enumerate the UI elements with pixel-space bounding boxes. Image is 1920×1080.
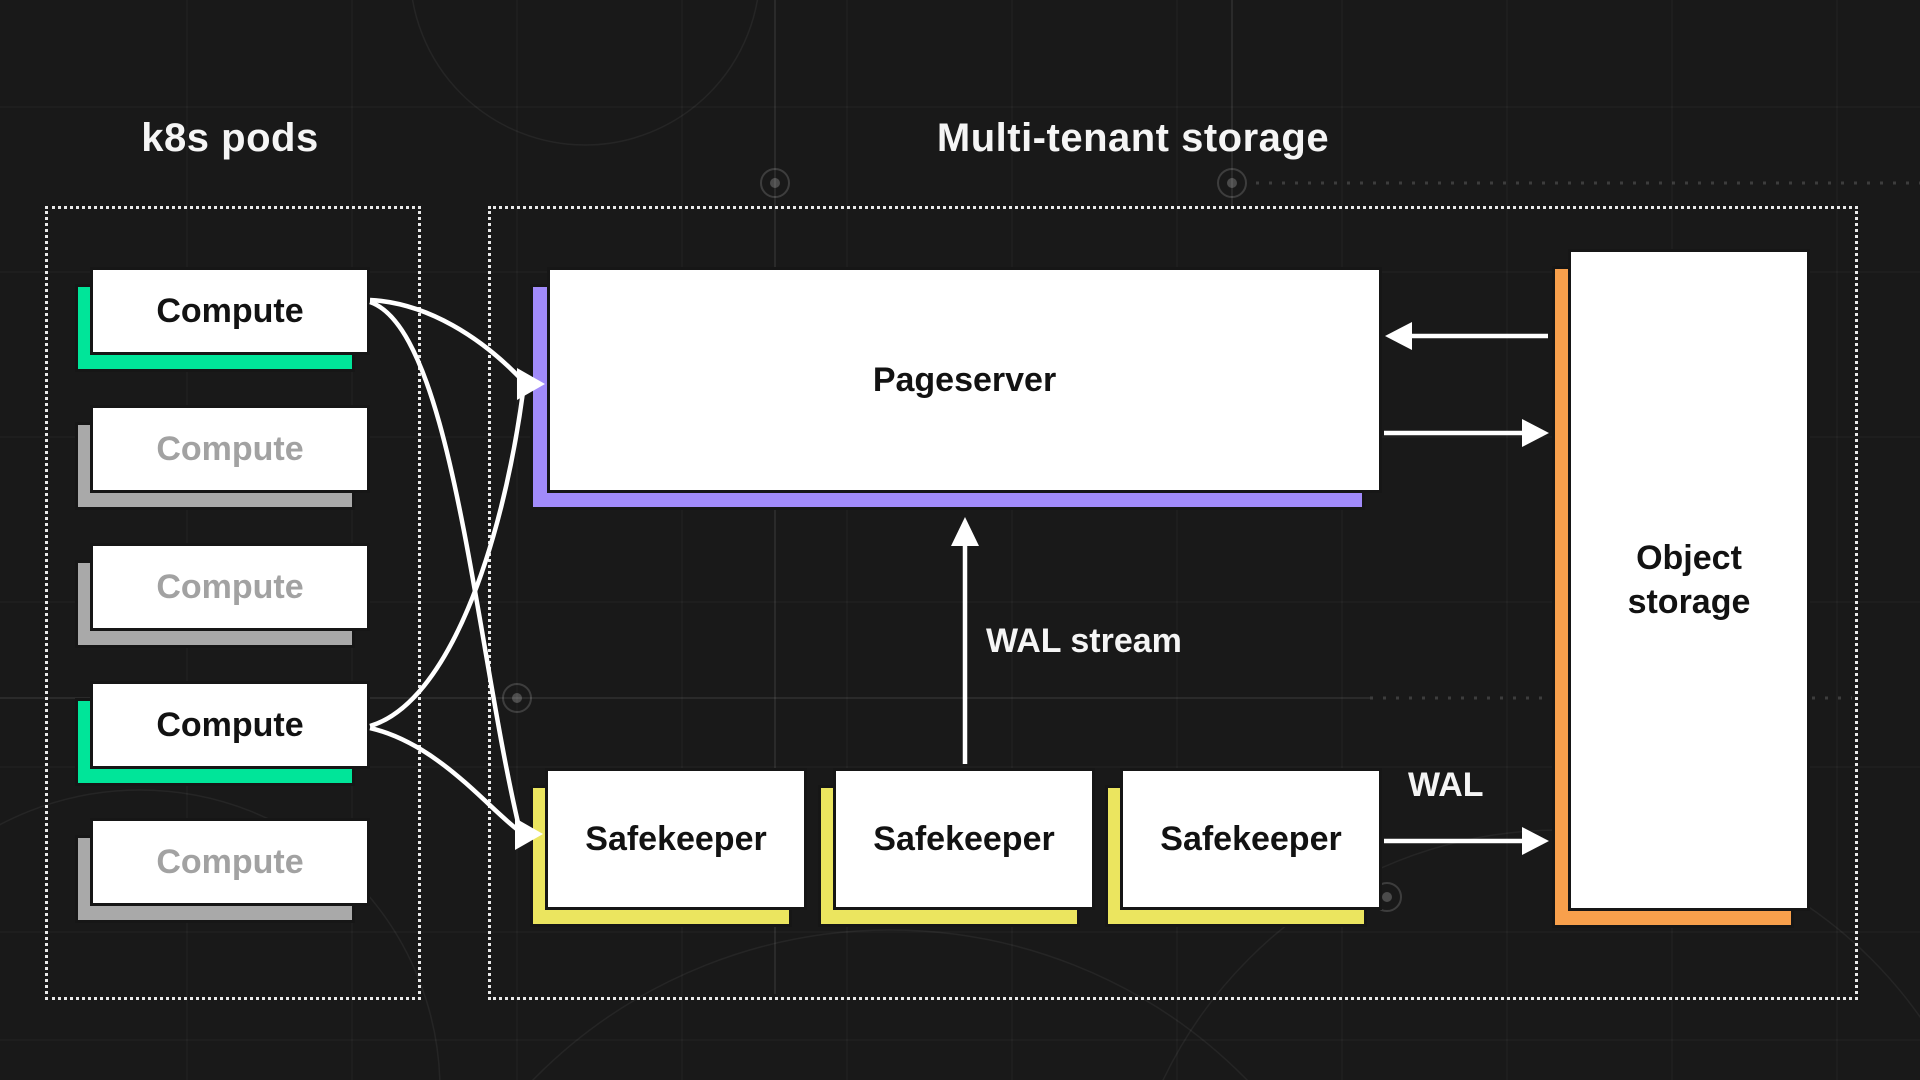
safekeeper-node-3: Safekeeper [1105, 768, 1382, 927]
compute-label: Compute [90, 405, 370, 493]
object-storage-label: Object storage [1627, 538, 1751, 621]
wal-stream-label: WAL stream [986, 622, 1182, 660]
compute-label: Compute [90, 818, 370, 906]
safekeeper-node-1: Safekeeper [530, 768, 807, 927]
compute-node-3: Compute [75, 543, 370, 648]
safekeeper-node-2: Safekeeper [818, 768, 1095, 927]
compute-label: Compute [90, 543, 370, 631]
pageserver-node: Pageserver [530, 267, 1382, 510]
compute-node-2: Compute [75, 405, 370, 510]
wal-label: WAL [1408, 766, 1484, 804]
safekeeper-label: Safekeeper [545, 768, 807, 910]
safekeeper-label: Safekeeper [833, 768, 1095, 910]
compute-node-1: Compute [75, 267, 370, 372]
k8s-pods-title: k8s pods [141, 116, 319, 160]
object-storage-node: Object storage [1552, 249, 1810, 928]
safekeeper-label: Safekeeper [1120, 768, 1382, 910]
compute-node-5: Compute [75, 818, 370, 923]
pageserver-label: Pageserver [547, 267, 1382, 493]
compute-label: Compute [90, 681, 370, 769]
multi-tenant-storage-title: Multi-tenant storage [936, 116, 1330, 160]
compute-label: Compute [90, 267, 370, 355]
compute-node-4: Compute [75, 681, 370, 786]
